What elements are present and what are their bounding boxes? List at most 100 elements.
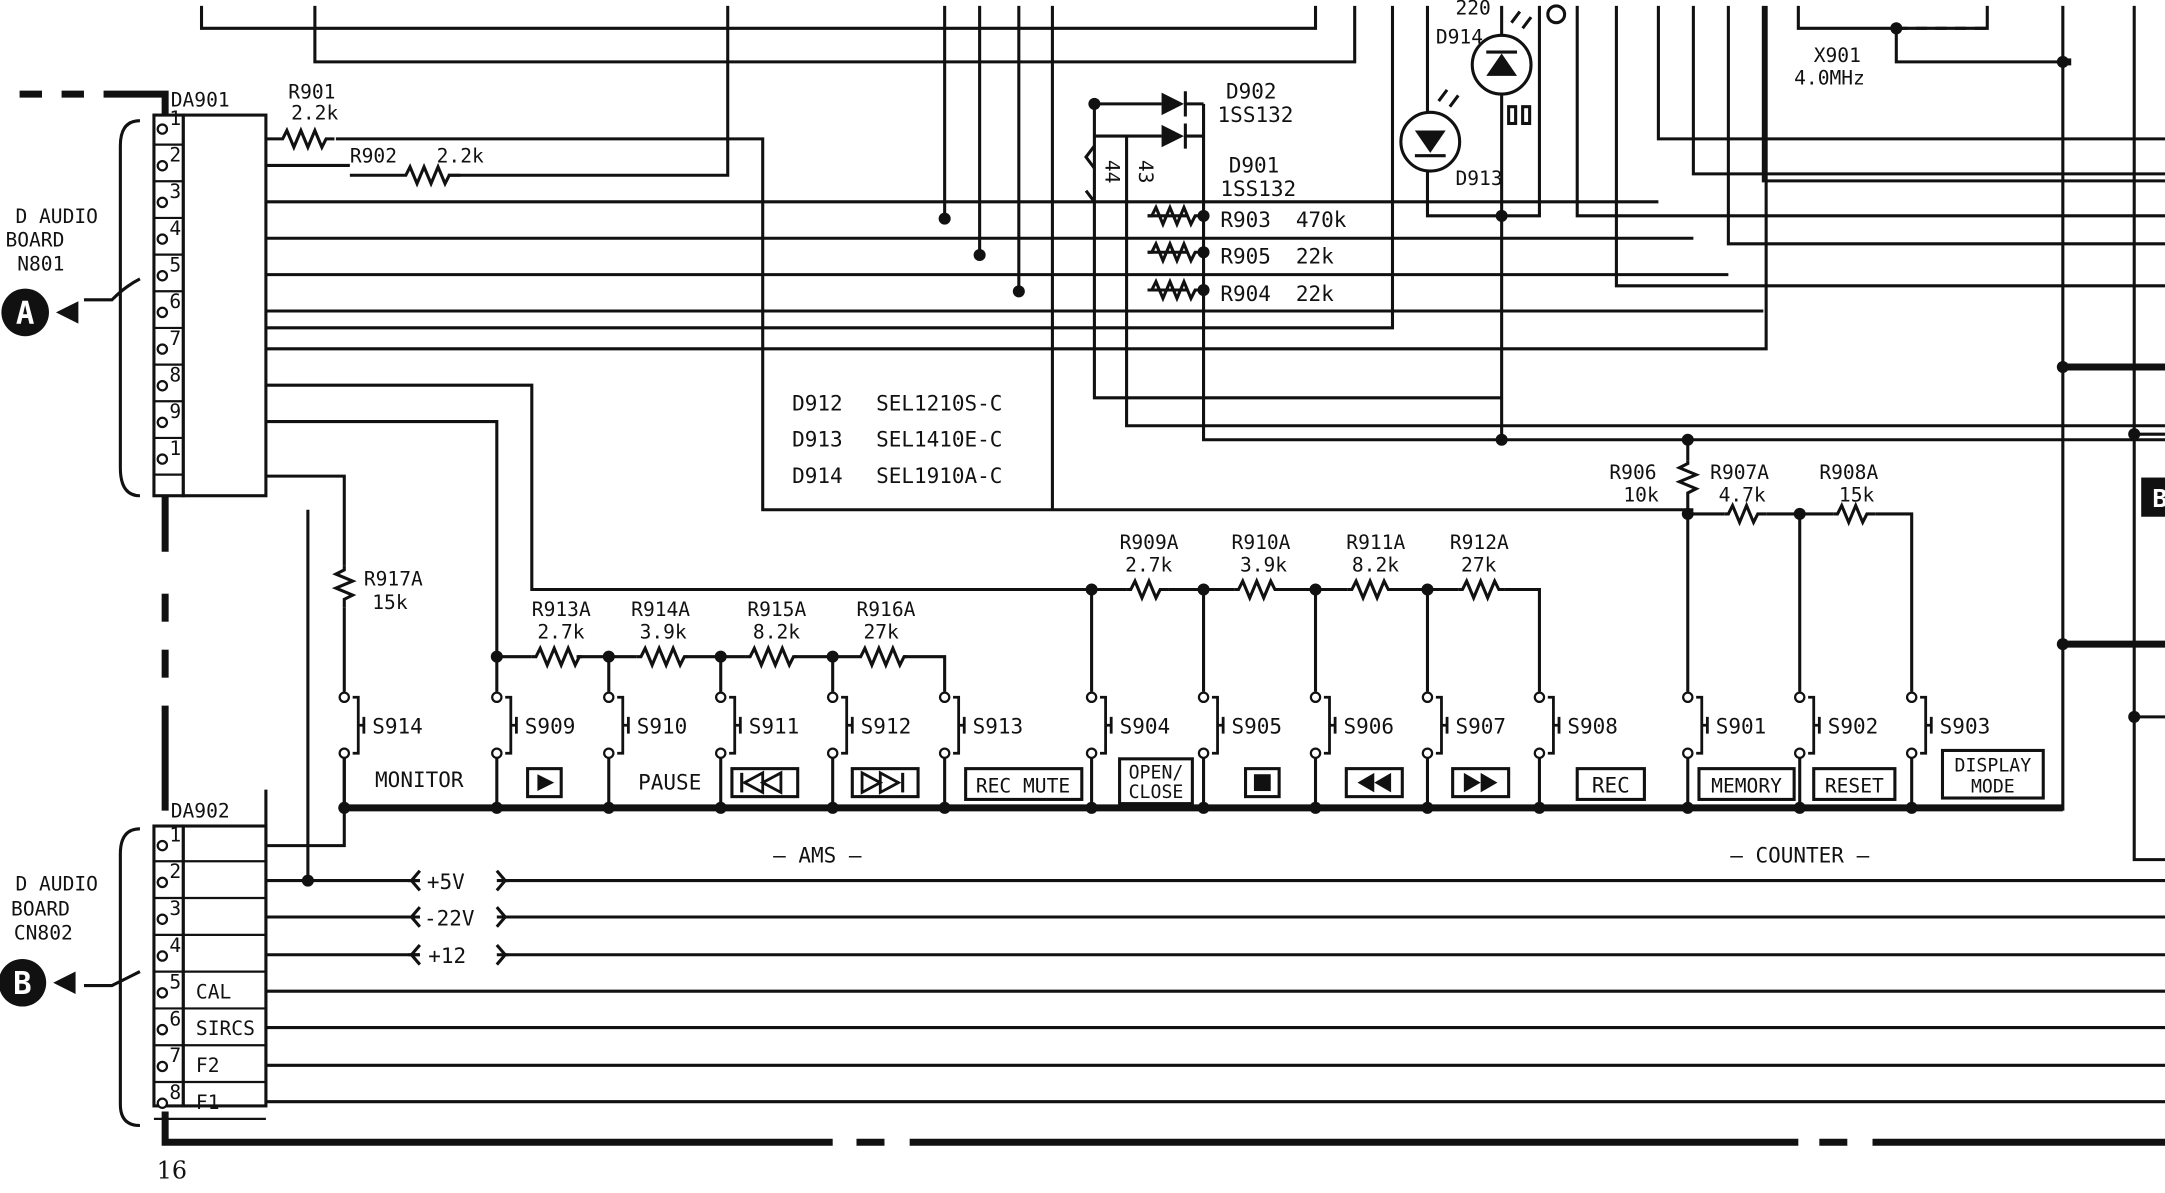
svg-text:R917A: R917A (364, 567, 423, 590)
key-open-close: OPEN/ CLOSE (1118, 757, 1194, 806)
caption-monitor: MONITOR (375, 768, 464, 792)
junction-dot (490, 650, 503, 663)
ams-forward-icon (860, 770, 905, 795)
pin-label: F2 (196, 1054, 220, 1077)
svg-text:R907A: R907A (1710, 461, 1769, 484)
junction-dot (1793, 801, 1806, 814)
junction-dot (301, 874, 314, 887)
junction-dot (1197, 209, 1210, 222)
svg-text:R916A: R916A (856, 598, 915, 621)
switch-s903: S903 (1905, 691, 1990, 808)
resistor-r915a (745, 644, 797, 670)
badge-b: B (13, 966, 32, 1002)
diodes: D902 1SS132 D901 1SS132 44 43 D914 D913 (1084, 4, 1567, 216)
junction-dot (1309, 583, 1322, 596)
junction-dot (1197, 246, 1210, 259)
switch-s911: S911 (714, 691, 799, 808)
connector-label: DA901 (171, 89, 230, 112)
wiring (19, 5, 2165, 1146)
svg-text:1SS132: 1SS132 (1220, 177, 1296, 201)
bus-43: 43 (1134, 160, 1157, 184)
svg-text:R912A: R912A (1450, 531, 1509, 554)
svg-text:BOARD: BOARD (11, 898, 70, 921)
svg-text:SEL1410E-C: SEL1410E-C (876, 428, 1002, 452)
svg-text:D901: D901 (1229, 153, 1280, 177)
svg-text:220: 220 (1455, 0, 1490, 19)
svg-text:R915A: R915A (747, 598, 806, 621)
svg-text:SEL1910A-C: SEL1910A-C (876, 464, 1002, 488)
pin-number: 4 (169, 217, 181, 240)
resistor-r910a (1234, 577, 1284, 602)
svg-text:2.7k: 2.7k (1125, 553, 1172, 576)
switch-s902: S902 (1793, 691, 1878, 808)
switch-s912: S912 (826, 691, 911, 808)
svg-text:MEMORY: MEMORY (1711, 774, 1782, 797)
pin-number: 1 (169, 823, 181, 846)
svg-text:R902: R902 (350, 145, 397, 168)
svg-text:SEL1210S-C: SEL1210S-C (876, 391, 1002, 415)
pin-number: 1 (169, 107, 181, 130)
stop-icon (1253, 774, 1271, 792)
junction-dot (714, 801, 727, 814)
svg-text:3.9k: 3.9k (640, 620, 687, 643)
junction-dot (1085, 801, 1098, 814)
junction-dot (1533, 801, 1546, 814)
junctions (301, 22, 2141, 887)
board-label-b: D AUDIO BOARD CN802 B (0, 872, 98, 1007)
svg-text:8.2k: 8.2k (753, 620, 800, 643)
caption-pause: PAUSE (638, 771, 701, 795)
group-label-counter: — COUNTER — (1730, 843, 1869, 867)
switch-name: S904 (1120, 715, 1171, 739)
svg-text:D912: D912 (792, 391, 843, 415)
junction-dot (1421, 583, 1434, 596)
svg-text:MODE: MODE (1971, 776, 2015, 797)
connector-pin: 4 (153, 934, 266, 973)
junction-dot (602, 801, 615, 814)
svg-text:R913A: R913A (532, 598, 591, 621)
junction-dot (2128, 428, 2141, 441)
junction-dot (1681, 801, 1694, 814)
svg-text:D913: D913 (792, 428, 843, 452)
pin-number: 7 (169, 327, 181, 350)
switch-name: S906 (1344, 715, 1395, 739)
svg-text:BOARD: BOARD (5, 229, 64, 252)
connector-pin: 1 (153, 823, 266, 863)
svg-text:R914A: R914A (631, 598, 690, 621)
svg-text:3.9k: 3.9k (1240, 553, 1287, 576)
key-stop (1244, 767, 1281, 799)
svg-text:R904: R904 (1220, 282, 1271, 306)
svg-text:2.2k: 2.2k (437, 145, 484, 168)
svg-text:10k: 10k (1623, 483, 1659, 506)
switch-name: S905 (1232, 715, 1283, 739)
svg-text:15k: 15k (372, 591, 408, 614)
junction-dot (1309, 801, 1322, 814)
junction-dot (1495, 209, 1508, 222)
connector-pin: 3 (153, 897, 266, 936)
play-icon (537, 774, 555, 792)
switch-s905: S905 (1197, 691, 1283, 808)
svg-text:2.7k: 2.7k (537, 620, 584, 643)
junction-dot (1421, 801, 1434, 814)
pin-number: 3 (169, 180, 181, 203)
junction-dot (2128, 710, 2141, 723)
svg-text:R906: R906 (1609, 461, 1656, 484)
switch-s908: S908 (1533, 691, 1618, 808)
junction-dot (1088, 97, 1101, 110)
key-rec-mute: REC MUTE (964, 767, 1084, 801)
switch-s906: S906 (1309, 691, 1395, 808)
svg-text:D902: D902 (1226, 79, 1277, 103)
led-d913: D913 (1399, 88, 1503, 190)
svg-text:REC MUTE: REC MUTE (976, 774, 1070, 797)
resistor-r902 (349, 162, 461, 188)
power-rails: +5V -22V +12 (408, 869, 509, 968)
junction-dot (1681, 507, 1694, 520)
switch-s910: S910 (603, 691, 687, 808)
svg-text:R901: R901 (288, 80, 335, 103)
pin-number: 9 (169, 400, 181, 423)
crystal-x901: X901 4.0MHz (1794, 44, 1865, 89)
page-number: 16 (157, 1157, 187, 1185)
svg-text:R910A: R910A (1232, 531, 1291, 554)
